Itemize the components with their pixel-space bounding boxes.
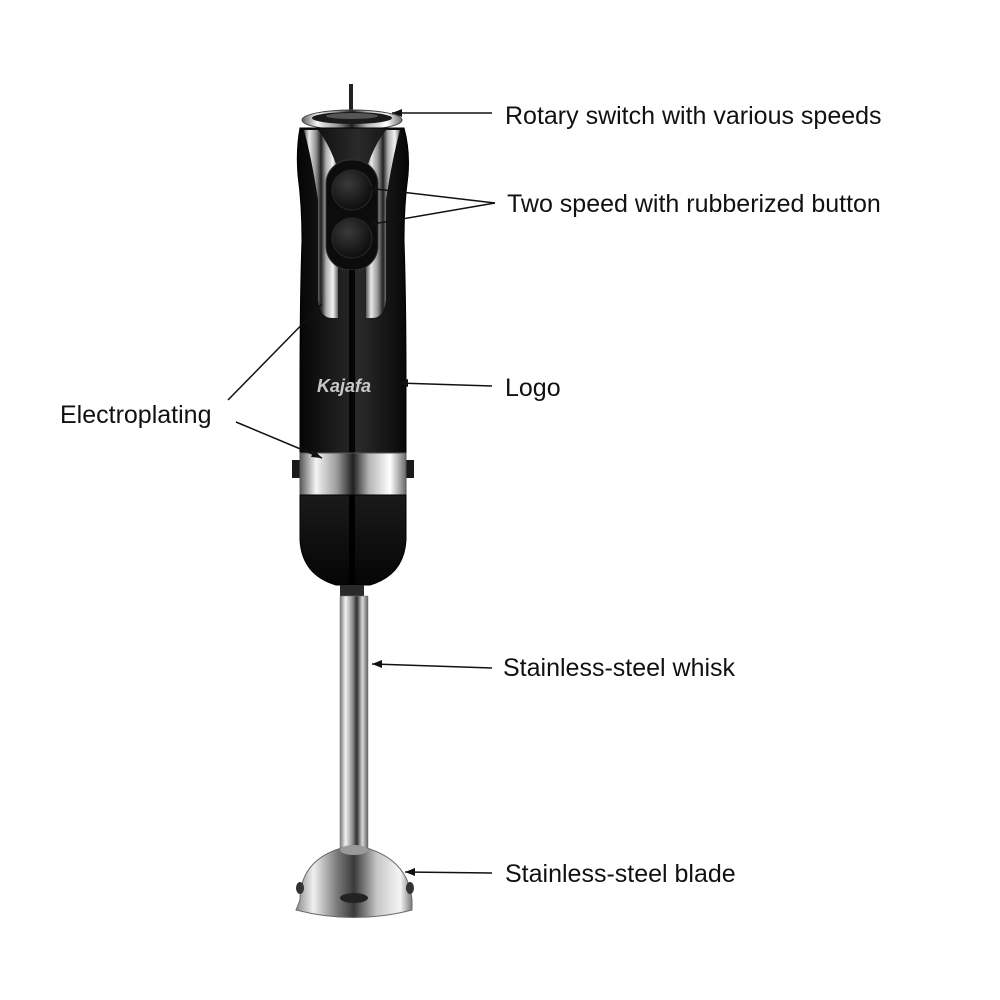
arrow-whisk [372, 660, 382, 668]
center-spine [349, 270, 355, 455]
lower-spine [349, 495, 355, 585]
label-logo: Logo [505, 373, 561, 403]
brand-logo: Kajafa [317, 376, 371, 396]
leader-blade [405, 872, 492, 873]
whisk-shaft [340, 596, 368, 854]
leader-logo [398, 383, 492, 386]
label-stainless-steel-whisk: Stainless-steel whisk [503, 653, 735, 683]
speed-button-1[interactable] [332, 170, 372, 210]
blade-guard [296, 845, 414, 918]
label-electroplating: Electroplating [60, 400, 211, 430]
arrow-blade [405, 868, 415, 876]
leader-whisk [372, 664, 492, 668]
label-stainless-steel-blade: Stainless-steel blade [505, 859, 736, 889]
rotary-switch [302, 110, 402, 130]
label-rotary-switch: Rotary switch with various speeds [505, 101, 882, 131]
label-two-speed-button: Two speed with rubberized button [507, 189, 881, 219]
chrome-collar [300, 453, 406, 495]
speed-button-2[interactable] [332, 218, 372, 258]
shaft-coupling [340, 585, 364, 597]
